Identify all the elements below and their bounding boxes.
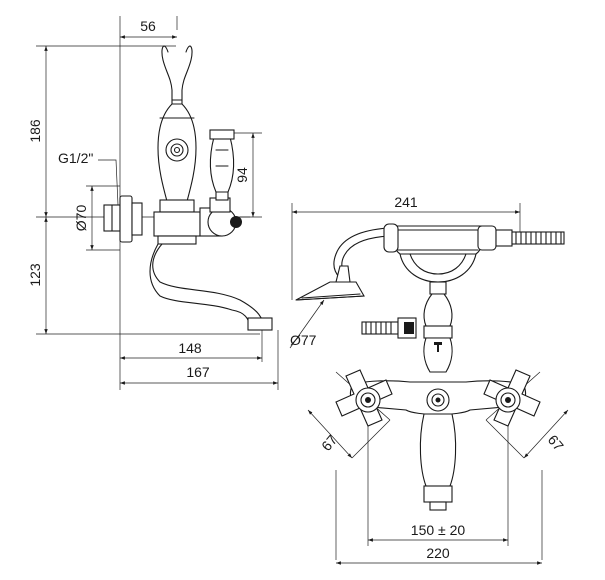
- side-view: 56 186 123 Ø70 G1/2" 94 148 167: [27, 16, 279, 390]
- dim-left-handle-diameter: 67: [318, 432, 340, 454]
- dim-center-distance: 150 ± 20: [411, 522, 466, 538]
- dim-thread-size: G1/2": [58, 150, 93, 166]
- dim-shower-head-diameter: Ø77: [290, 332, 317, 348]
- dim-handle-height: 94: [234, 167, 250, 183]
- dim-front-base-width: 220: [426, 545, 450, 561]
- dim-lower-height: 123: [27, 263, 43, 287]
- dim-right-handle-diameter: 67: [545, 432, 567, 454]
- hose-spiral-right: [511, 231, 565, 245]
- front-view: 241 Ø77 67 67 150 ± 20 220: [289, 194, 569, 565]
- right-cross-handle: [483, 369, 541, 427]
- dim-side-total-height: 186: [27, 119, 43, 143]
- dim-total-reach: 167: [186, 364, 210, 380]
- dim-side-top-width: 56: [140, 18, 156, 34]
- dim-spout-reach: 148: [178, 340, 202, 356]
- dim-inlet-diameter: Ø70: [73, 205, 89, 232]
- hose-spiral-left: [361, 321, 399, 335]
- left-cross-handle: [335, 369, 393, 427]
- dim-front-overall-width: 241: [394, 194, 418, 210]
